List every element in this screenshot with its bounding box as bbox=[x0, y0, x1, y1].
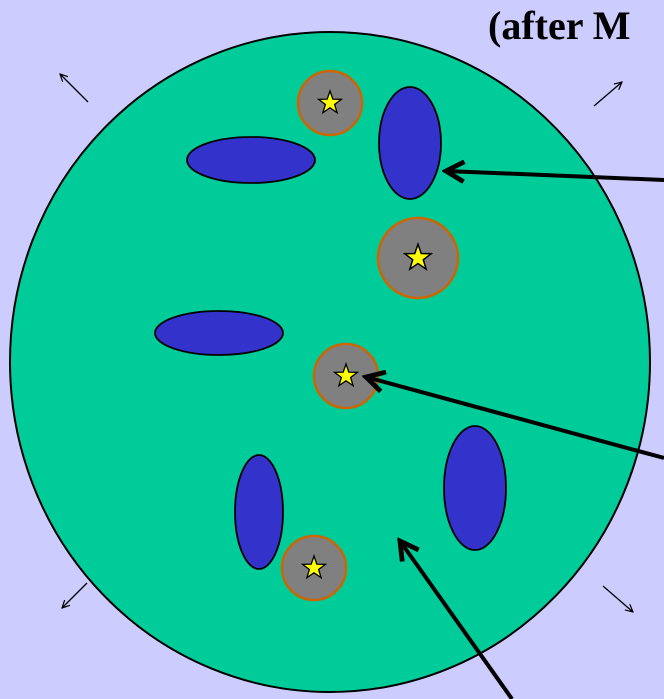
granule bbox=[298, 71, 362, 135]
expansion-arrow-icon-bottom-right bbox=[603, 586, 633, 612]
organelle bbox=[444, 426, 506, 550]
expansion-arrow-icon-top-left bbox=[60, 74, 88, 102]
granule bbox=[282, 536, 346, 600]
organelle bbox=[379, 87, 441, 199]
expansion-arrow-icon-top-right bbox=[594, 82, 622, 106]
organelle bbox=[235, 455, 283, 569]
organelle bbox=[155, 311, 283, 355]
granule bbox=[378, 218, 458, 298]
expansion-arrow-icon-bottom-left bbox=[62, 583, 87, 608]
organelle bbox=[187, 137, 315, 183]
